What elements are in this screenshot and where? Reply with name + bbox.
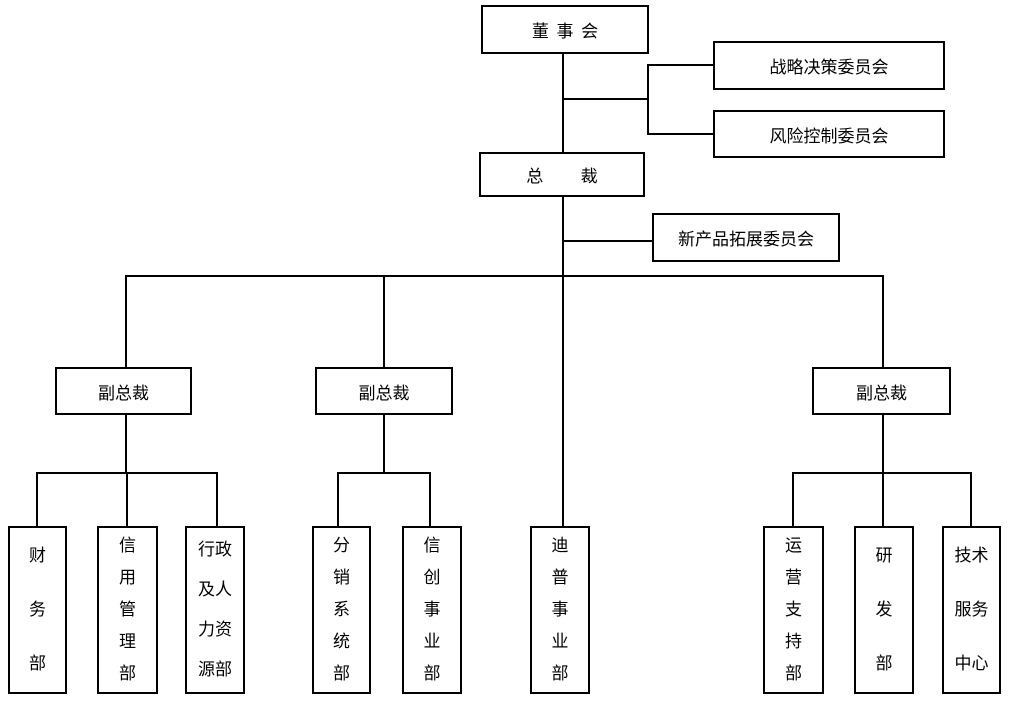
connector-drop-credit: [126, 472, 128, 526]
node-vice-president-middle: 副总裁: [315, 367, 453, 415]
node-vp-left-label: 副总裁: [98, 383, 149, 403]
connector-main-rail: [125, 275, 884, 277]
node-dept-rnd: 研 发 部: [854, 526, 914, 694]
connector-drop-vp-right: [882, 275, 884, 367]
connector-drop-xinchuang: [429, 472, 431, 526]
node-dept-finance-label: 财 务 部: [29, 546, 46, 673]
node-board-label: 董事会: [531, 22, 606, 41]
connector-drop-vp-middle: [383, 275, 385, 367]
connector-subrail-middle: [337, 472, 431, 474]
node-strategy-label: 战略决策委员会: [769, 58, 889, 77]
connector-risk-stub: [648, 133, 713, 135]
node-dept-tech-service-label: 技术 服务 中心: [954, 546, 989, 673]
connector-vp-left-down: [125, 415, 127, 473]
connector-strategy-stub: [648, 64, 713, 66]
node-dept-distribution-label: 分 销 系 统 部: [333, 536, 350, 683]
node-vp-middle-label: 副总裁: [358, 383, 410, 403]
node-newproduct-label: 新产品拓展委员会: [678, 230, 814, 249]
connector-board-committees: [562, 98, 648, 100]
connector-newproduct-stub: [562, 240, 652, 242]
node-strategy-decision-committee: 战略决策委员会: [713, 41, 945, 90]
node-vice-president-right: 副总裁: [812, 367, 951, 415]
connector-drop-finance: [36, 472, 38, 526]
node-dept-dipu-business: 迪 普 事 业 部: [530, 526, 590, 694]
node-new-product-committee: 新产品拓展委员会: [652, 213, 840, 262]
node-vice-president-left: 副总裁: [55, 367, 192, 415]
node-risk-control-committee: 风险控制委员会: [713, 110, 945, 158]
node-dept-tech-service-center: 技术 服务 中心: [942, 526, 1001, 694]
connector-vp-right-down: [882, 415, 884, 473]
node-dept-admin-hr-label: 行政 及人 力资 源部: [198, 540, 232, 679]
node-dept-finance: 财 务 部: [8, 526, 67, 694]
connector-drop-admin-hr: [216, 472, 218, 526]
node-board-of-directors: 董事会: [481, 5, 649, 54]
connector-drop-rnd: [882, 472, 884, 526]
node-dept-credit-management: 信 用 管 理 部: [97, 526, 158, 694]
connector-committee-bracket: [647, 64, 649, 135]
node-dept-distribution-system: 分 销 系 统 部: [312, 526, 371, 694]
node-president: 总裁: [479, 152, 645, 197]
node-vp-right-label: 副总裁: [856, 383, 907, 403]
connector-president-trunk: [562, 197, 564, 526]
node-risk-label: 风险控制委员会: [769, 126, 889, 146]
node-dept-rnd-label: 研 发 部: [875, 546, 893, 673]
node-president-label: 总裁: [526, 167, 636, 186]
connector-vp-middle-down: [383, 415, 385, 473]
node-dept-ops-support-label: 运 营 支 持 部: [785, 536, 802, 683]
connector-drop-vp-left: [125, 275, 127, 367]
connector-drop-ops-support: [792, 472, 794, 526]
node-dept-xinchuang-business: 信 创 事 业 部: [402, 526, 462, 694]
node-dept-credit-label: 信 用 管 理 部: [119, 536, 136, 683]
node-dept-admin-hr: 行政 及人 力资 源部: [185, 526, 245, 694]
connector-drop-distribution: [337, 472, 339, 526]
node-dept-ops-support: 运 营 支 持 部: [763, 526, 824, 694]
node-dept-dipu-label: 迪 普 事 业 部: [551, 536, 569, 683]
connector-drop-tech-service: [970, 472, 972, 526]
connector-board-president: [562, 54, 564, 152]
node-dept-xinchuang-label: 信 创 事 业 部: [423, 536, 441, 683]
